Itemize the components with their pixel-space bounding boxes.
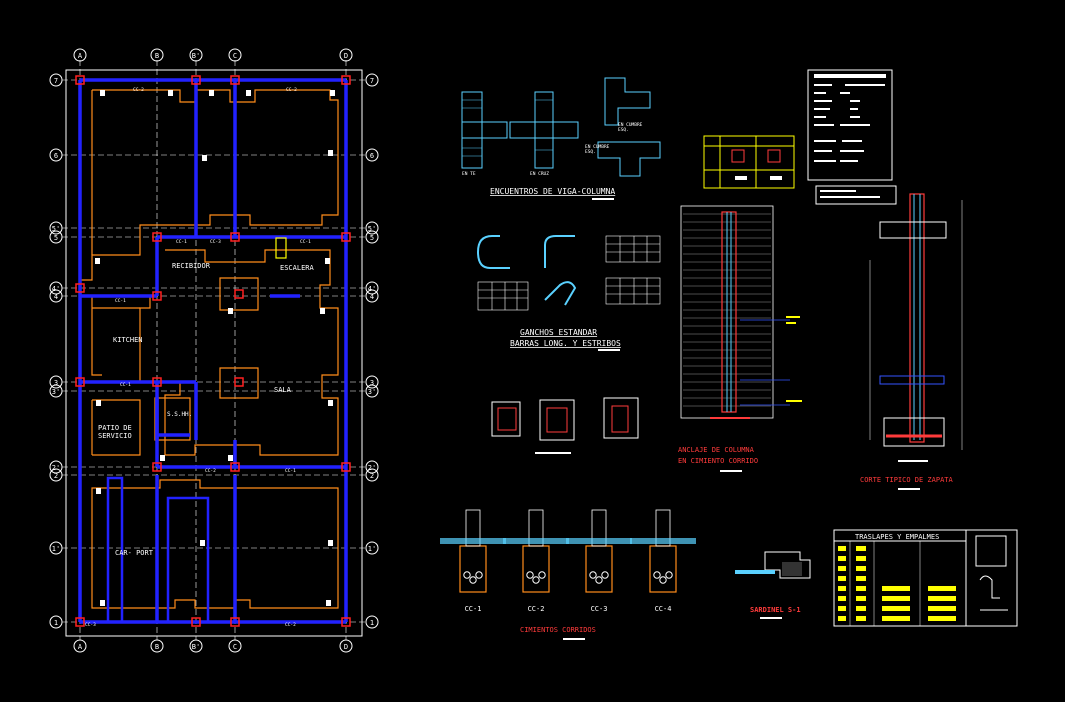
label-en-cruz: EN CRUZ bbox=[530, 171, 549, 177]
axis-label: 6 bbox=[370, 152, 374, 160]
top-axis-bubbles: A B B' C D bbox=[73, 48, 353, 62]
cc-label: CC-4 bbox=[655, 605, 672, 613]
cc-label: CC-1 bbox=[465, 605, 482, 613]
detail-ganchos: GANCHOS ESTANDAR BARRAS LONG. Y ESTRIBOS bbox=[476, 235, 661, 351]
axis-label: D bbox=[344, 52, 348, 60]
room-label-carport: CAR- PORT bbox=[115, 549, 154, 557]
cc-label: CC-2 bbox=[528, 605, 545, 613]
bottom-axis-bubbles: A B B' C D bbox=[73, 639, 353, 653]
axis-label: A bbox=[78, 643, 83, 651]
columns bbox=[75, 75, 351, 627]
title-anclaje-2: EN CIMIENTO CORRIDO bbox=[678, 457, 758, 465]
notes-block bbox=[807, 69, 897, 205]
beam-tag: CC-2 bbox=[286, 87, 297, 93]
axis-label: C bbox=[233, 52, 237, 60]
axis-label: 5' bbox=[52, 225, 60, 233]
axis-label: B bbox=[155, 643, 159, 651]
axis-label: 7 bbox=[54, 77, 58, 85]
beam-tag: CC-1 bbox=[176, 239, 187, 245]
axis-label: 3' bbox=[368, 388, 376, 396]
beam-tag: CC-3 bbox=[85, 622, 96, 628]
title-anclaje-1: ANCLAJE DE COLUMNA bbox=[678, 446, 755, 454]
beam-tag: CC-1 bbox=[300, 239, 311, 245]
axis-label: 4 bbox=[370, 293, 374, 301]
label-en-te: EN TE bbox=[462, 171, 476, 177]
floor-plan: RECIBIDOR ESCALERA KITCHEN SALA PATIO DE… bbox=[49, 48, 379, 653]
title-ganchos-1: GANCHOS ESTANDAR bbox=[520, 328, 597, 337]
title-corte-zapata: CORTE TIPICO DE ZAPATA bbox=[860, 476, 954, 484]
axis-label: 4 bbox=[54, 293, 58, 301]
beams bbox=[78, 78, 348, 624]
detail-anclaje: ANCLAJE DE COLUMNA EN CIMIENTO CORRIDO bbox=[678, 205, 802, 472]
axis-label: 7 bbox=[370, 77, 374, 85]
detail-corte-zapata: CORTE TIPICO DE ZAPATA bbox=[860, 193, 963, 490]
axis-label: 1' bbox=[52, 545, 60, 553]
axis-label: A bbox=[78, 52, 83, 60]
axis-label: C bbox=[233, 643, 237, 651]
detail-cimientos: CC-1 CC-2 CC-3 CC-4 bbox=[440, 509, 696, 613]
axis-label: 3 bbox=[370, 379, 374, 387]
room-label-recibidor: RECIBIDOR bbox=[172, 262, 211, 270]
beam-tag: CC-2 bbox=[205, 468, 216, 474]
title-ganchos-2: BARRAS LONG. Y ESTRIBOS bbox=[510, 339, 621, 348]
axis-label: 3' bbox=[52, 388, 60, 396]
title-traslapes: TRASLAPES Y EMPALMES bbox=[855, 533, 939, 541]
cc-label: CC-3 bbox=[591, 605, 608, 613]
axis-label: 4' bbox=[52, 285, 60, 293]
room-label-kitchen: KITCHEN bbox=[113, 336, 143, 344]
title-cimientos: CIMIENTOS CORRIDOS bbox=[520, 626, 596, 634]
beam-tag: CC-2 bbox=[285, 622, 296, 628]
axis-label: B' bbox=[192, 643, 200, 651]
title-sardinel: SARDINEL S-1 bbox=[750, 606, 801, 614]
axis-label: 1' bbox=[368, 545, 376, 553]
beam-tag: CC-3 bbox=[210, 239, 221, 245]
axis-label: 2' bbox=[52, 464, 60, 472]
axis-label: 1 bbox=[54, 619, 58, 627]
title-encuentros: ENCUENTROS DE VIGA-COLUMNA bbox=[490, 187, 615, 196]
beam-tag: CC-1 bbox=[115, 298, 126, 304]
axis-label: 5' bbox=[368, 225, 376, 233]
axis-label: D bbox=[344, 643, 348, 651]
axis-label: 2' bbox=[368, 464, 376, 472]
axis-label: 5 bbox=[370, 234, 374, 242]
axis-label: 2 bbox=[54, 472, 58, 480]
beam-tag: CC-2 bbox=[133, 87, 144, 93]
axis-label: B' bbox=[192, 52, 200, 60]
axis-label: 4' bbox=[368, 285, 376, 293]
axis-label: 6 bbox=[54, 152, 58, 160]
beam-tag: CC-1 bbox=[285, 468, 296, 474]
axis-label: 2 bbox=[370, 472, 374, 480]
axis-label: 1 bbox=[370, 619, 374, 627]
detail-column-sections bbox=[491, 397, 639, 454]
detail-traslapes: TRASLAPES Y EMPALMES bbox=[833, 529, 1018, 627]
room-label-sshh: S.S.HH. bbox=[167, 411, 192, 418]
beam-tag: CC-1 bbox=[120, 382, 131, 388]
detail-column-table bbox=[703, 135, 795, 189]
detail-sardinel: SARDINEL S-1 bbox=[735, 551, 811, 619]
axis-label: 5 bbox=[54, 234, 58, 242]
axis-label: B bbox=[155, 52, 159, 60]
room-label-escalera: ESCALERA bbox=[280, 264, 315, 272]
staircase-mark bbox=[275, 237, 287, 259]
room-label-sala: SALA bbox=[274, 386, 292, 394]
axis-label: 3 bbox=[54, 379, 58, 387]
